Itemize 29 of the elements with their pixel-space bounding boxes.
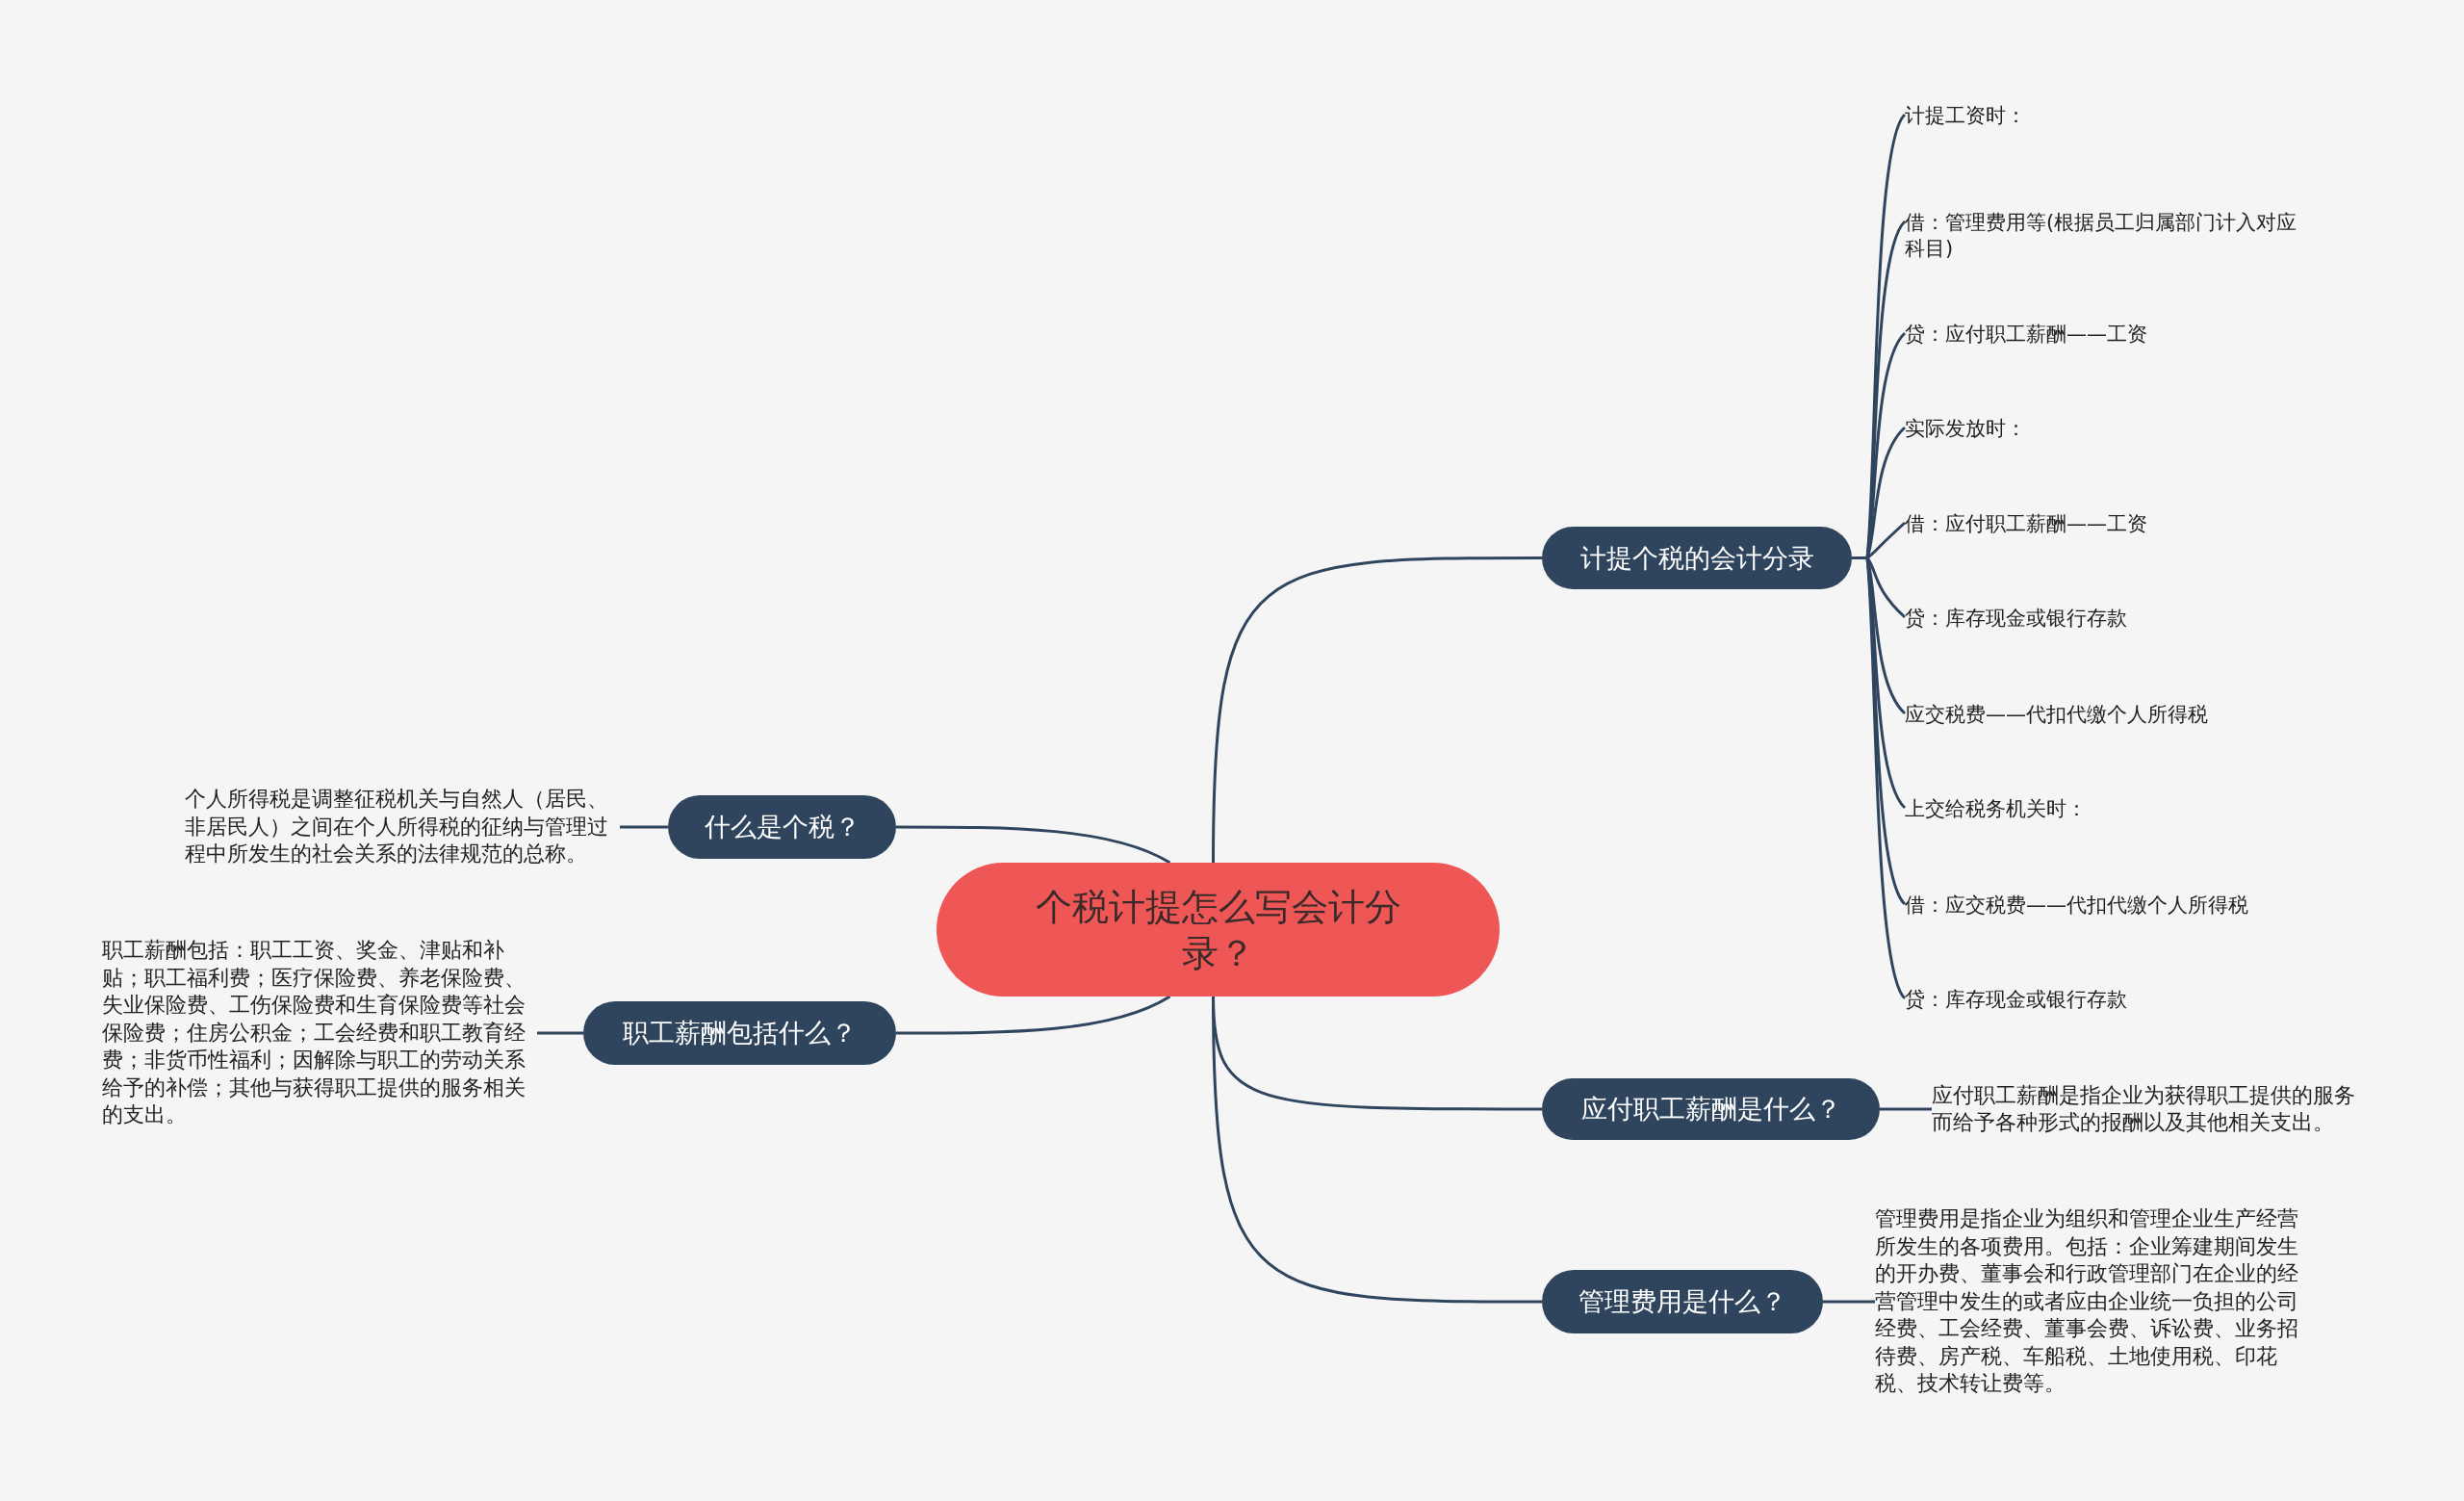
- topic-box: 什么是个税？: [668, 795, 896, 859]
- topic-box: 计提个税的会计分录: [1542, 527, 1852, 589]
- description-text: 职工薪酬包括：职工工资、奖金、津贴和补贴；职工福利费；医疗保险费、养老保险费、失业保险费、工伤保险费和生育保险费等社会保险费；住房公积金；工会经费和职工教育经费；非货币性福利；因解除与职工的劳动关系给予的补偿；其他与获得职工提供的服务相关的支出。: [102, 937, 537, 1129]
- connector-line: [1852, 556, 1907, 999]
- connector-line: [537, 1031, 583, 1035]
- connector-line: [620, 825, 668, 829]
- description-text: 个人所得税是调整征税机关与自然人（居民、非居民人）之间在个人所得税的征纳与管理过程中所发生的社会关系的法律规范的总称。: [185, 786, 620, 868]
- entry-text: 贷：库存现金或银行存款: [1905, 606, 2127, 632]
- entry-text: 上交给税务机关时：: [1905, 796, 2087, 822]
- central-topic: 个税计提怎么写会计分录？: [937, 863, 1500, 996]
- entry-text: 贷：库存现金或银行存款: [1905, 987, 2127, 1013]
- description-text: 管理费用是指企业为组织和管理企业生产经营所发生的各项费用。包括：企业筹建期间发生的开办费、董事会和行政管理部门在企业的经营管理中发生的或者应由企业统一负担的公司经费、工会经费、董事会费、诉讼费、业务招待费、房产税、车船税、土地使用税、印花税、技术转让费等。: [1875, 1205, 2310, 1398]
- entry-text: 借：应交税费——代扣代缴个人所得税: [1905, 893, 2248, 919]
- connector-line: [896, 825, 1171, 865]
- connector-line: [1823, 1300, 1875, 1304]
- topic-box: 管理费用是什么？: [1542, 1270, 1823, 1333]
- entry-text: 计提工资时：: [1905, 103, 2026, 129]
- connector-line: [1212, 996, 1542, 1304]
- description-text: 应付职工薪酬是指企业为获得职工提供的服务而给予各种形式的报酬以及其他相关支出。: [1932, 1081, 2367, 1137]
- connector-line: [1212, 556, 1542, 863]
- entry-text: 贷：应付职工薪酬——工资: [1905, 322, 2147, 348]
- entry-text: 借：管理费用等(根据员工归属部门计入对应科目): [1905, 210, 2309, 262]
- entry-text: 实际发放时：: [1905, 416, 2026, 442]
- connector-line: [896, 995, 1171, 1035]
- entry-text: 借：应付职工薪酬——工资: [1905, 511, 2147, 537]
- topic-box: 职工薪酬包括什么？: [583, 1001, 896, 1065]
- entry-text: 应交税费——代扣代缴个人所得税: [1905, 702, 2208, 728]
- connector-line: [1880, 1107, 1932, 1111]
- topic-box: 应付职工薪酬是什么？: [1542, 1078, 1880, 1140]
